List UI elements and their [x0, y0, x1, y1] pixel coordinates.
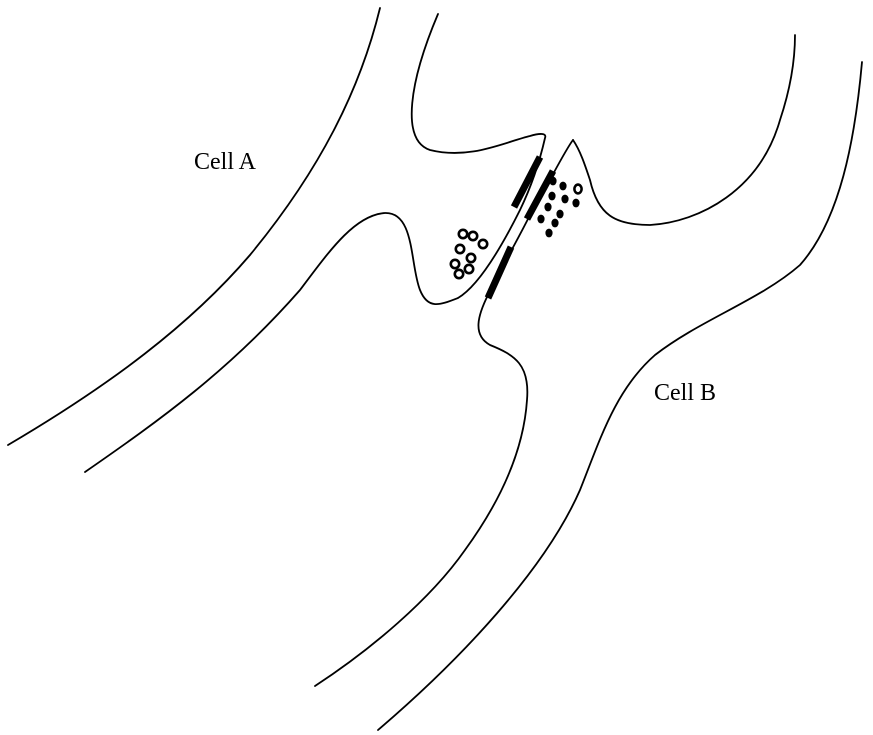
cell-b-outer-membrane	[378, 62, 862, 730]
dense-vesicle	[556, 210, 563, 219]
dense-vesicle	[548, 192, 555, 201]
cell-a-terminal-membrane	[85, 14, 545, 472]
vesicle	[479, 240, 487, 248]
dense-vesicle	[561, 195, 568, 204]
dense-vesicle	[572, 199, 579, 208]
vesicle	[469, 232, 477, 240]
vesicle	[455, 270, 463, 278]
vesicle	[467, 254, 475, 262]
cell-b-postsynaptic-membrane	[315, 140, 573, 686]
dense-vesicle	[549, 177, 556, 186]
vesicle	[456, 245, 464, 253]
cell-a-vesicle-cluster	[451, 230, 487, 278]
cell-b-label: Cell B	[654, 381, 716, 405]
vesicle	[451, 260, 459, 268]
dense-vesicle	[544, 203, 551, 212]
ring-vesicle	[574, 185, 581, 194]
cell-a-outer-membrane	[8, 8, 380, 445]
cell-b-left-membrane	[573, 35, 795, 225]
dense-vesicle	[537, 215, 544, 224]
vesicle	[465, 265, 473, 273]
dense-vesicle	[551, 219, 558, 228]
dense-vesicle	[545, 229, 552, 238]
vesicle	[459, 230, 467, 238]
dense-vesicle	[559, 182, 566, 191]
cell-a-label: Cell A	[194, 150, 256, 174]
synaptic-density-lower	[488, 247, 511, 298]
